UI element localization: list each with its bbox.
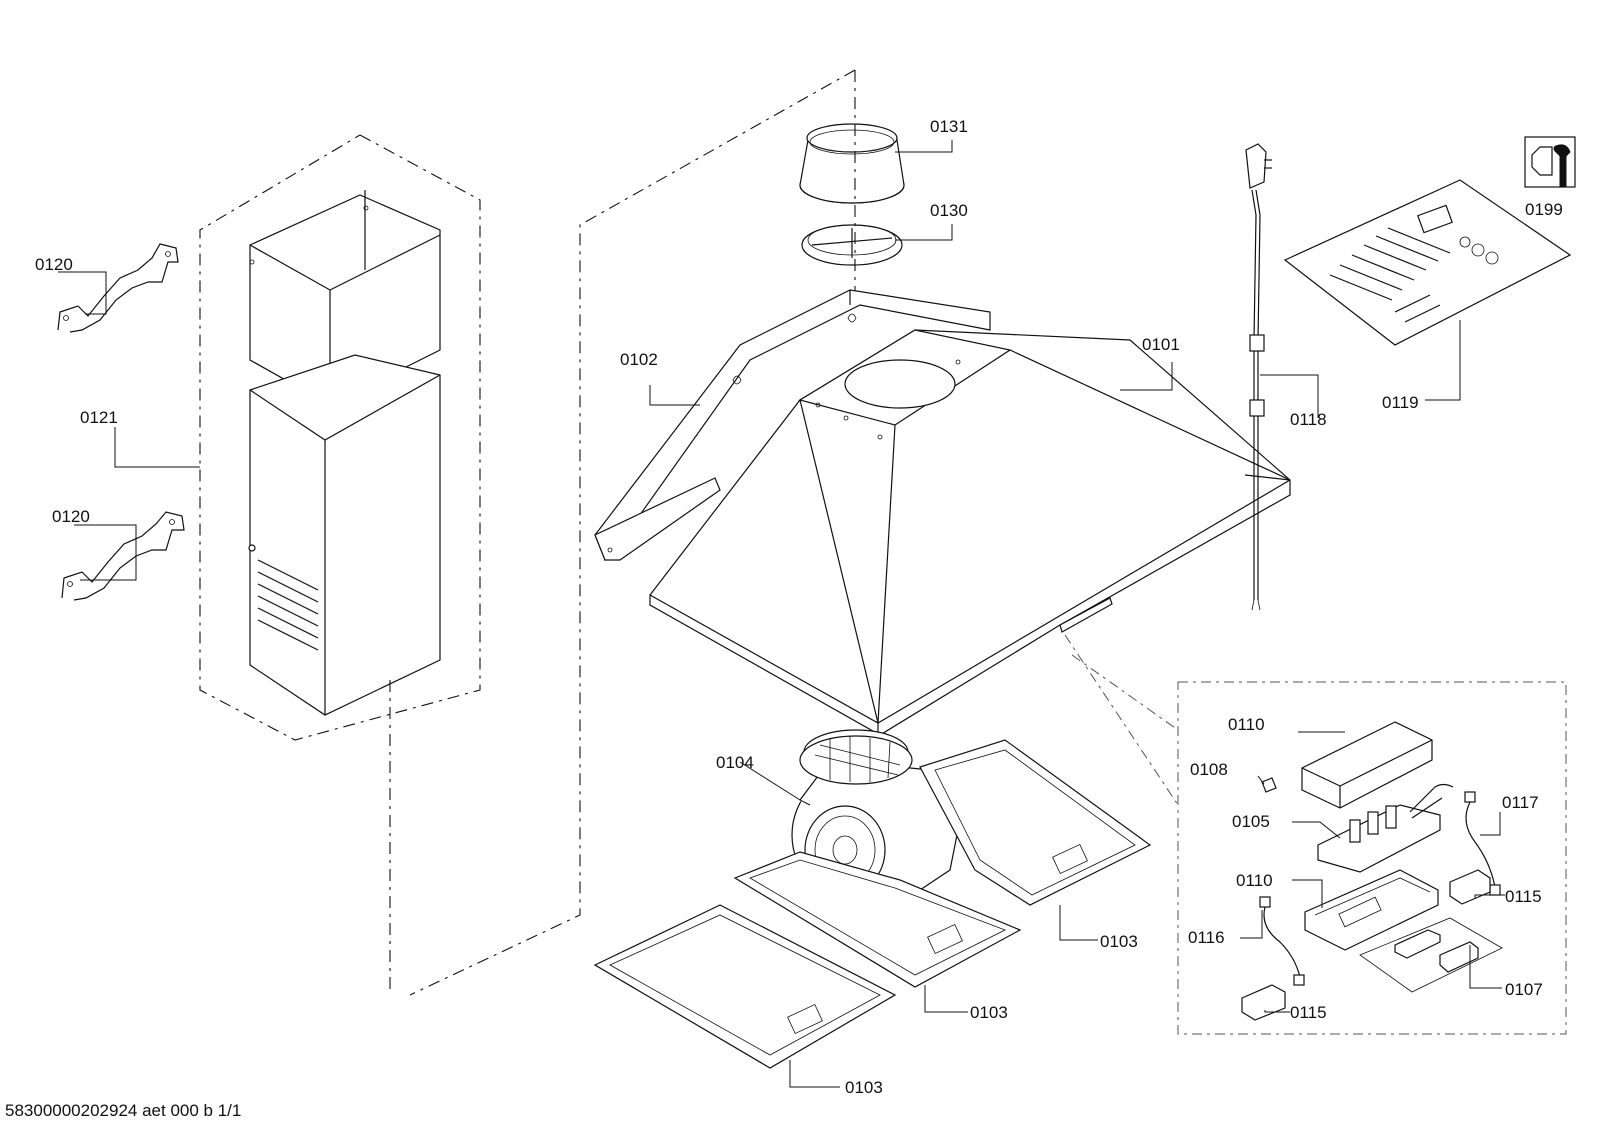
label-0108: 0108 — [1190, 760, 1228, 779]
label-0101: 0101 — [1142, 335, 1180, 354]
label-0131: 0131 — [930, 117, 968, 136]
chimney-group-outline — [199, 134, 481, 741]
blower-grille — [814, 736, 901, 782]
wrench-nut-icon — [1524, 136, 1576, 188]
chimney-vent-slots — [257, 559, 319, 651]
screws-and-plugs — [1329, 227, 1451, 323]
label-0115-right: 0115 — [1505, 887, 1542, 906]
clip — [1261, 777, 1277, 793]
label-0103-middle: 0103 — [970, 1003, 1008, 1022]
label-0199: 0199 — [1525, 200, 1563, 219]
label-0110-lower: 0110 — [1236, 871, 1273, 890]
electronics-detail-box — [1064, 634, 1567, 1035]
leader-lines — [58, 140, 1505, 1088]
label-0103-right: 0103 — [1100, 932, 1138, 951]
accessory-bag — [1283, 179, 1572, 346]
label-0116: 0116 — [1188, 928, 1225, 947]
chimney-lower-section — [248, 354, 441, 716]
mounting-back-panel — [594, 289, 991, 562]
control-board — [1317, 783, 1454, 873]
label-0105: 0105 — [1232, 812, 1270, 831]
label-0119: 0119 — [1382, 393, 1419, 412]
grease-filter-left — [593, 904, 897, 1069]
wall-bracket-lower — [61, 511, 185, 601]
grease-filter-middle — [733, 851, 1022, 988]
label-0130: 0130 — [930, 201, 968, 220]
cable-harness-right — [1464, 791, 1501, 896]
label-0120-lower: 0120 — [52, 507, 90, 526]
label-0110-upper: 0110 — [1228, 715, 1265, 734]
document-id: 58300000202924 aet 000 b 1/1 — [5, 1101, 241, 1120]
label-0121: 0121 — [80, 408, 118, 427]
button-set — [1359, 917, 1503, 993]
cable-harness-left — [1259, 896, 1305, 986]
label-0102: 0102 — [620, 350, 658, 369]
hood-canopy — [649, 329, 1291, 736]
wall-bracket-upper — [57, 243, 179, 333]
backdraft-flap — [801, 224, 903, 266]
label-0103-left: 0103 — [845, 1078, 883, 1097]
label-0115-left: 0115 — [1290, 1003, 1327, 1022]
control-cover — [1301, 721, 1433, 809]
label-0104: 0104 — [716, 753, 754, 772]
switch-housing — [1304, 869, 1439, 951]
part-labels: 0131 0130 0120 0121 0120 0102 0101 0118 … — [35, 117, 1563, 1097]
label-0120-upper: 0120 — [35, 255, 73, 274]
label-0107: 0107 — [1505, 980, 1543, 999]
power-cord — [1245, 143, 1272, 611]
label-0117: 0117 — [1502, 793, 1539, 812]
sensor-right — [1449, 869, 1491, 905]
grease-filter-right — [919, 739, 1152, 906]
sensor-left — [1241, 984, 1286, 1021]
label-0118: 0118 — [1290, 410, 1327, 429]
duct-adapter-ring — [799, 123, 905, 204]
